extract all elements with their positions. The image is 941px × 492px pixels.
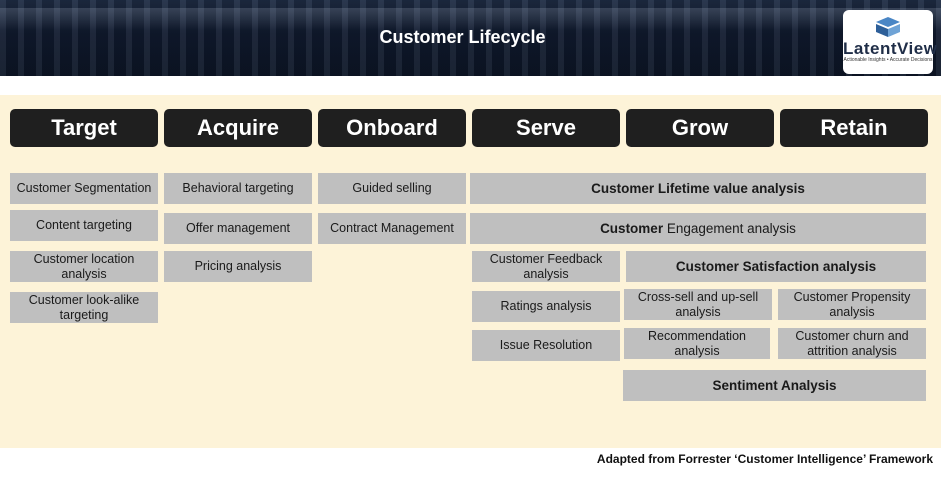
- engagement-label: Engagement analysis: [663, 221, 796, 236]
- box-guided-selling: Guided selling: [318, 173, 466, 204]
- box-contract-management: Contract Management: [318, 213, 466, 244]
- source-footnote: Adapted from Forrester ‘Customer Intelli…: [596, 452, 933, 466]
- box-customer-location: Customer location analysis: [10, 251, 158, 282]
- company-logo: LatentView Actionable Insights • Accurat…: [843, 10, 938, 74]
- box-customer-feedback: Customer Feedback analysis: [472, 251, 620, 282]
- box-behavioral-targeting: Behavioral targeting: [164, 173, 312, 204]
- box-engagement: Customer Engagement analysis: [470, 213, 926, 244]
- box-offer-management: Offer management: [164, 213, 312, 244]
- stage-retain: Retain: [780, 109, 928, 147]
- box-customer-segmentation: Customer Segmentation: [10, 173, 158, 204]
- stage-grow: Grow: [626, 109, 774, 147]
- stage-serve: Serve: [472, 109, 620, 147]
- logo-wordmark: LatentView: [843, 39, 938, 58]
- box-customer-propensity: Customer Propensity analysis: [778, 289, 926, 320]
- box-cross-sell: Cross-sell and up-sell analysis: [624, 289, 772, 320]
- box-pricing-analysis: Pricing analysis: [164, 251, 312, 282]
- box-recommendation: Recommendation analysis: [624, 328, 770, 359]
- header-banner: Customer Lifecycle LatentView Actionable…: [0, 0, 941, 76]
- stage-acquire: Acquire: [164, 109, 312, 147]
- cube-logo-icon: [876, 17, 900, 37]
- box-customer-satisfaction: Customer Satisfaction analysis: [626, 251, 926, 282]
- engagement-bold-label: Customer: [600, 221, 664, 236]
- box-look-alike: Customer look-alike targeting: [10, 292, 158, 323]
- box-lifetime-value: Customer Lifetime value analysis: [470, 173, 926, 204]
- stage-onboard: Onboard: [318, 109, 466, 147]
- box-sentiment-analysis: Sentiment Analysis: [623, 370, 926, 401]
- page-title: Customer Lifecycle: [379, 27, 546, 47]
- stage-target: Target: [10, 109, 158, 147]
- banner-glow: [0, 8, 941, 30]
- logo-tagline: Actionable Insights • Accurate Decisions: [843, 57, 933, 63]
- box-customer-churn: Customer churn and attrition analysis: [778, 328, 926, 359]
- box-ratings-analysis: Ratings analysis: [472, 291, 620, 322]
- banner-photo-texture: [0, 0, 941, 76]
- box-issue-resolution: Issue Resolution: [472, 330, 620, 361]
- box-content-targeting: Content targeting: [10, 210, 158, 241]
